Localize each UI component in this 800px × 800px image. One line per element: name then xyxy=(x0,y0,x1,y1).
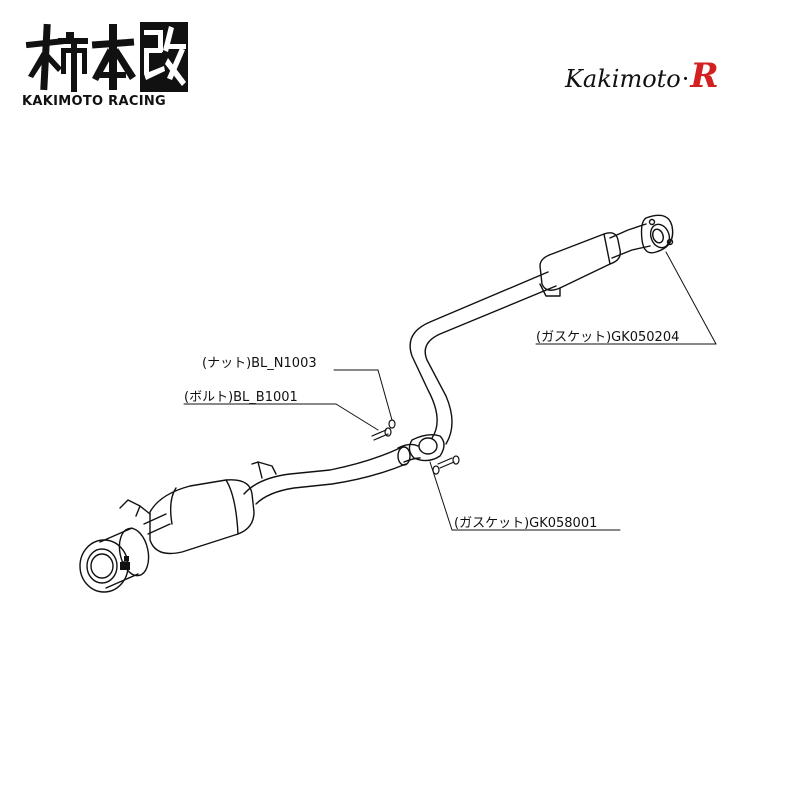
logo-dot: · xyxy=(681,65,690,93)
logo-letter: R xyxy=(690,56,719,96)
kakimoto-kanji-logo xyxy=(22,18,192,98)
main-muffler xyxy=(119,479,255,555)
callout-nut: (ナット)BL_N1003 xyxy=(202,356,317,371)
callout-gasket-mid: (ガスケット)GK058001 xyxy=(454,516,598,531)
mid-flange xyxy=(397,433,445,466)
kakimoto-r-logo: Kakimoto·R xyxy=(565,56,719,96)
rear-pipe xyxy=(243,447,407,505)
brand-subtitle: KAKIMOTO RACING xyxy=(22,94,166,109)
front-pipe xyxy=(409,271,557,445)
callout-leaders xyxy=(183,251,717,531)
leader-gasket-front xyxy=(665,251,717,345)
bolt-nut-hardware xyxy=(371,419,460,475)
center-resonator xyxy=(539,232,621,297)
front-flange xyxy=(609,214,674,259)
tail-pipe xyxy=(79,527,150,593)
leader-gasket-mid xyxy=(429,461,453,531)
callout-gasket-front: (ガスケット)GK050204 xyxy=(536,330,680,345)
logo-word: Kakimoto xyxy=(565,65,681,93)
callout-bolt: (ボルト)BL_B1001 xyxy=(184,390,298,405)
